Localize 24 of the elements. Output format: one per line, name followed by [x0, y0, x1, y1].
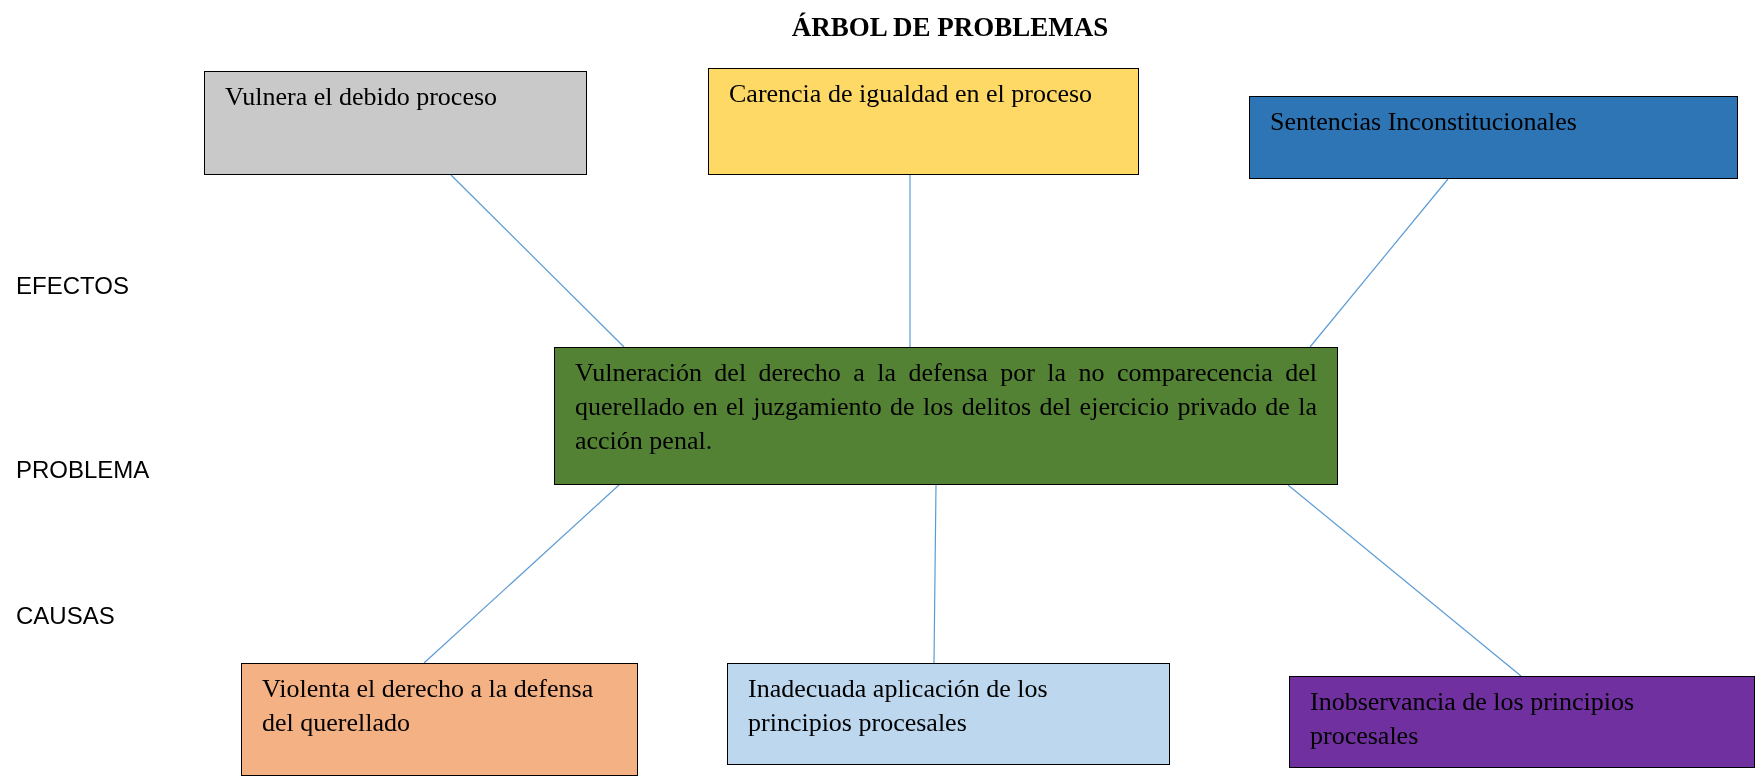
row-label: CAUSAS — [16, 602, 115, 630]
box-text: Carencia de igualdad en el proceso — [729, 78, 1094, 110]
effect-box — [204, 71, 587, 175]
connector-line — [933, 484, 937, 664]
box-text: Violenta el derecho a la defensa del querellado — [262, 673, 595, 739]
box-text: Sentencias Inconstitucionales — [1270, 106, 1578, 138]
connector-line — [1287, 484, 1522, 677]
effect-box — [1249, 96, 1738, 179]
box-text: Inadecuada aplicación de los principios procesales — [748, 673, 1049, 739]
box-text: Inobservancia de los principios procesales — [1310, 686, 1636, 752]
row-label: PROBLEMA — [16, 456, 150, 484]
connector-line — [450, 174, 625, 348]
connector-line — [909, 174, 911, 348]
effect-box — [708, 68, 1139, 175]
cause-box — [727, 663, 1170, 765]
row-label: EFECTOS — [16, 272, 129, 300]
cause-box — [241, 663, 638, 776]
connector-line — [423, 484, 620, 664]
box-text: Vulneración del derecho a la defensa por la no comparecencia del querellado en el juzgamiento de los delitos del ejercicio privado de la acción penal. — [575, 357, 1317, 457]
connector-line — [1309, 178, 1449, 348]
cause-box — [1289, 676, 1755, 768]
box-text: Vulnera el debido proceso — [225, 81, 499, 113]
title: ÁRBOL DE PROBLEMAS — [790, 12, 1110, 43]
problem-box — [554, 347, 1338, 485]
